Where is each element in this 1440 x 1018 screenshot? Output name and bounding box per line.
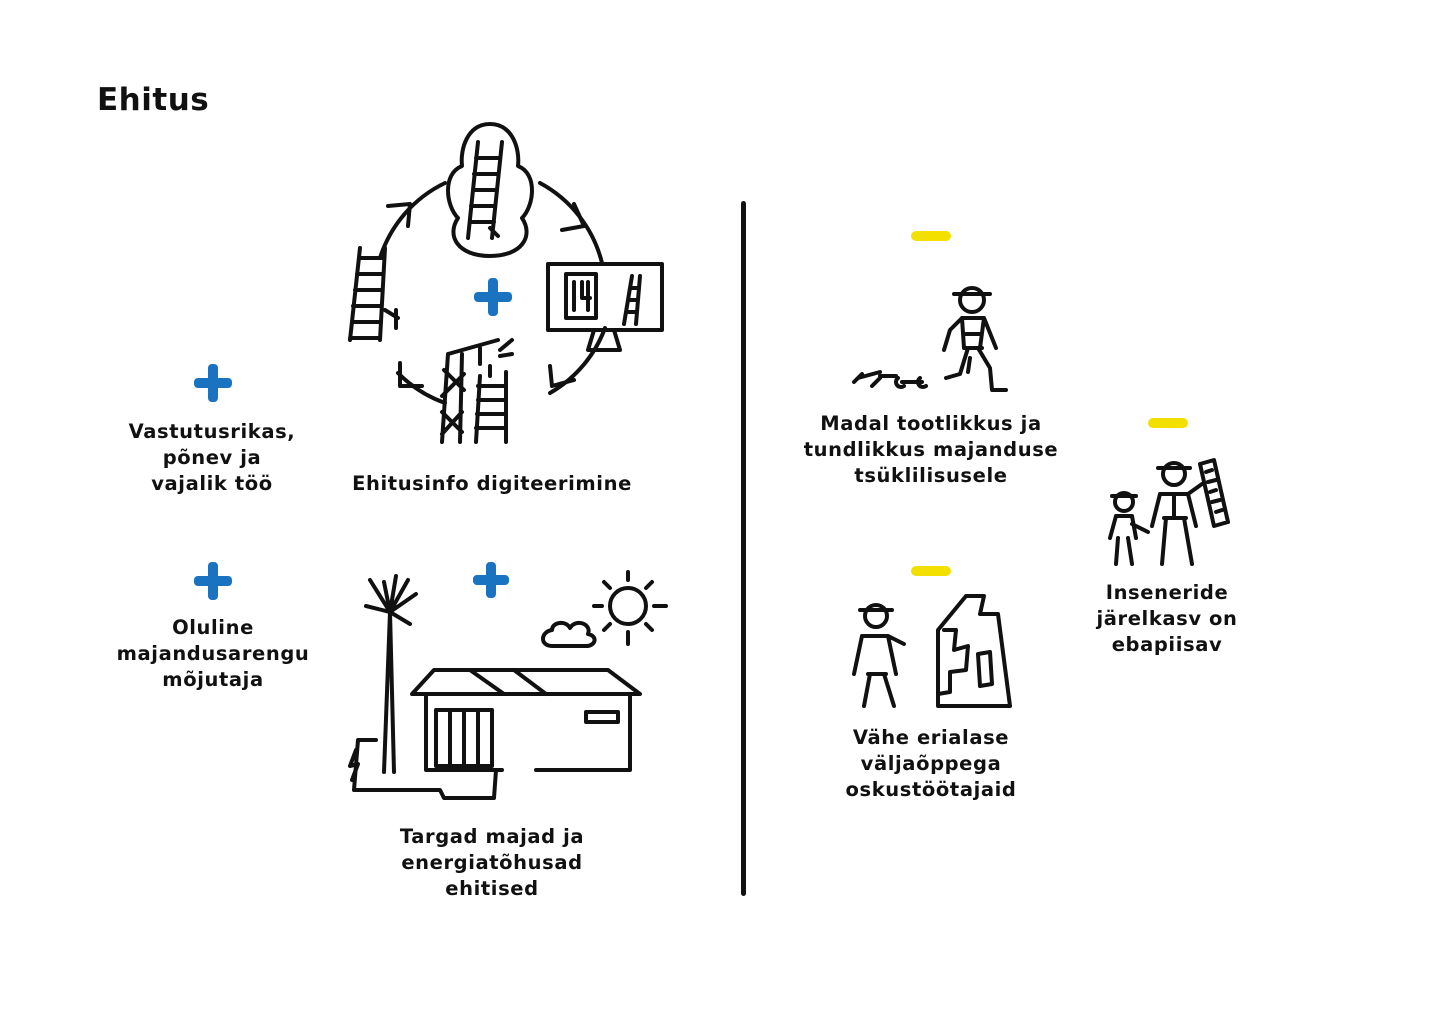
negative-label-1: Madal tootlikkus ja tundlikkus majanduse…	[803, 412, 1059, 487]
minus-icon	[1148, 418, 1188, 428]
minus-icon	[911, 566, 951, 576]
positive-label-2: Ehitusinfo digiteerimine	[352, 472, 632, 495]
negative-label-3: Vähe erialase väljaõppega oskustöötajaid	[845, 726, 1017, 801]
plus-icon	[194, 364, 232, 402]
positive-label-3: Oluline majandusarengu mõjutaja	[116, 616, 310, 691]
worker-building-icon	[852, 594, 1012, 708]
digital-cycle-icon	[348, 122, 664, 444]
smart-house-icon	[348, 562, 668, 800]
negative-label-2: Inseneride järelkasv on ebapiisav	[1096, 581, 1238, 656]
idle-worker-icon	[852, 286, 1008, 392]
positive-label-1: Vastutusrikas, põnev ja vajalik töö	[128, 420, 296, 495]
positive-label-4: Targad majad ja energiatõhusad ehitised	[399, 825, 585, 900]
plus-icon	[194, 562, 232, 600]
divider	[741, 201, 746, 896]
engineer-apprentice-icon	[1108, 458, 1230, 566]
page-title: Ehitus	[97, 82, 210, 118]
minus-icon	[911, 231, 951, 241]
